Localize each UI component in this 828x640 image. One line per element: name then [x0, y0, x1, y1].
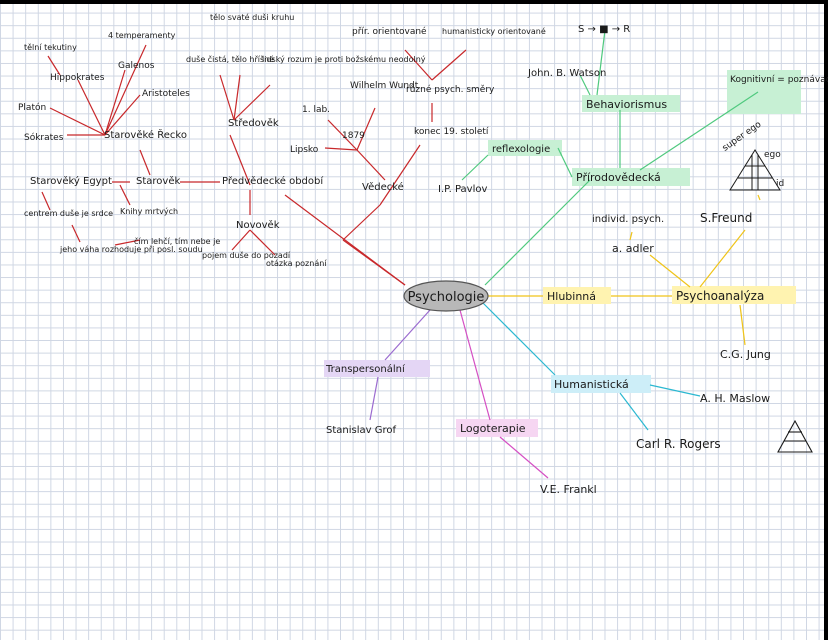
- otazka-poznani-node: otázka poznání: [266, 259, 327, 268]
- starovek-egypt-node: Starověký Egypt: [30, 175, 112, 187]
- behaviorismus-node: Behaviorismus: [586, 98, 667, 111]
- lipsko-node: Lipsko: [290, 145, 319, 155]
- jung-node: C.G. Jung: [720, 348, 771, 361]
- yellow-branches: [488, 194, 761, 346]
- duse-cista-node: duše čistá, tělo hříšné: [186, 54, 274, 64]
- grof-node: Stanislav Grof: [326, 425, 396, 436]
- magenta-branches: [459, 309, 549, 479]
- superego-label: super ego: [721, 119, 764, 153]
- cim-lehci-node: čím lehčí, tím nebe je: [134, 236, 220, 246]
- psychoanalyza-node: Psychoanalýza: [676, 289, 764, 303]
- reflexologie-highlight: [488, 140, 562, 156]
- starovek-recko-node: Starověké Řecko: [104, 128, 187, 141]
- wundt-node: Wilhelm Wundt: [350, 81, 419, 91]
- ruzne-smery-node: různé psych. směry: [406, 84, 495, 95]
- rogers-node: Carl R. Rogers: [636, 437, 721, 451]
- kognitivni-node: Kognitivní = poznávací psychologie: [730, 75, 828, 85]
- watson-node: John. B. Watson: [527, 68, 606, 79]
- freund-node: S.Freund: [700, 211, 752, 225]
- starovek-node: Starověk: [136, 175, 180, 187]
- purple-branches: [369, 309, 431, 421]
- psychoanalyza-highlight: [672, 286, 796, 304]
- teto-svate-node: tělo svaté duši kruhu: [210, 12, 294, 22]
- cyan-branches: [479, 299, 701, 431]
- reflexologie-node: reflexologie: [492, 144, 550, 155]
- pojem-duse-node: pojem duše do pozadí: [202, 250, 291, 260]
- kognitivni-highlight: [727, 70, 801, 114]
- konec19-node: konec 19. století: [414, 127, 489, 137]
- transpersonalni-highlight: [324, 360, 430, 377]
- center-label: Psychologie: [408, 290, 485, 305]
- stredovek-node: Středověk: [228, 117, 279, 129]
- id-label: id: [776, 179, 784, 189]
- transpersonalni-node: Transpersonální: [325, 363, 406, 375]
- individ-psych-node: individ. psych.: [592, 214, 664, 225]
- pyramid-icon: [777, 419, 813, 453]
- hlubinna-highlight: [543, 287, 611, 304]
- srr-node: S → ■ → R: [578, 24, 630, 35]
- aristoteles-node: Aristoteles: [142, 89, 190, 99]
- ego-triangle-icon: [729, 149, 781, 191]
- temperamenty-node: 4 temperamenty: [108, 31, 176, 40]
- human-orientovane-node: humanisticky orientované: [442, 26, 546, 36]
- centrem-duse-node: centrem duše je srdce: [24, 208, 113, 218]
- novovek-node: Novověk: [236, 219, 280, 231]
- jeho-vaha-node: jeho váha rozhoduje při posl. soudu: [59, 245, 203, 254]
- prir-orientovane-node: přír. orientované: [352, 26, 427, 37]
- hlubinna-node: Hlubinná: [547, 290, 596, 303]
- humanisticka-node: Humanistická: [554, 378, 629, 391]
- pavlov-node: I.P. Pavlov: [438, 184, 487, 195]
- humanisticka-highlight: [551, 375, 651, 393]
- green-branches: [461, 29, 759, 286]
- frankl-node: V.E. Frankl: [540, 483, 597, 496]
- lab-node: 1. lab.: [302, 105, 330, 115]
- prirodovedecka-highlight: [572, 168, 690, 186]
- galenos-node: Galenos: [118, 61, 155, 71]
- hippokrates-node: Hippokrates: [50, 73, 105, 83]
- red-branches: [41, 44, 467, 286]
- adler-node: a. adler: [612, 242, 654, 255]
- year-1879-node: 1879: [342, 131, 365, 141]
- prirodovedecka-node: Přírodovědecká: [576, 171, 661, 184]
- maslow-node: A. H. Maslow: [700, 392, 770, 405]
- telni-tekutiny-node: tělní tekutiny: [24, 43, 77, 52]
- sokrates-node: Sókrates: [24, 132, 64, 143]
- logoterapie-highlight: [456, 419, 538, 437]
- logoterapie-node: Logoterapie: [460, 422, 526, 435]
- knihy-mrtvych-node: Knihy mrtvých: [120, 207, 178, 216]
- pred-vedecke-node: Předvědecké období: [222, 175, 324, 187]
- platon-node: Platón: [18, 102, 46, 113]
- vedecke-node: Vědecké: [362, 181, 404, 193]
- behaviorismus-highlight: [582, 95, 680, 112]
- lidsky-rozum-node: lidský rozum je proti božskému neodolný: [262, 54, 426, 64]
- center-ellipse[interactable]: [403, 280, 489, 312]
- ego-label: ego: [764, 150, 781, 160]
